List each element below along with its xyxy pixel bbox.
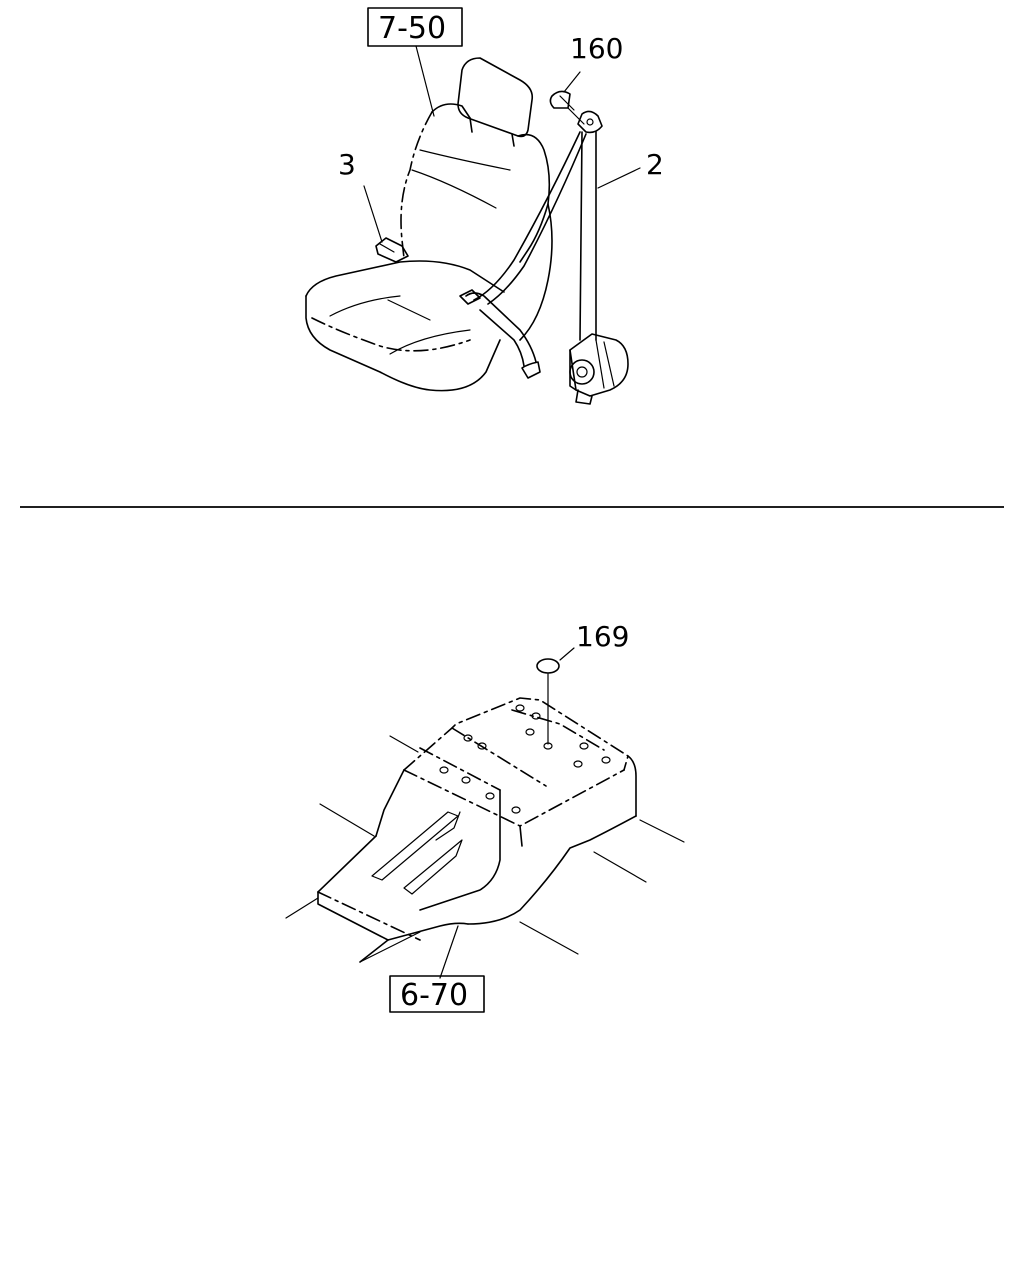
seat-belt-assembly xyxy=(459,110,629,405)
floor-ref-box xyxy=(389,975,485,1013)
plug-part xyxy=(536,647,575,745)
floor-ref-label: 6-70 xyxy=(400,978,468,1013)
seat-ref-box xyxy=(367,7,463,47)
seat-ref-label: 7-50 xyxy=(378,11,446,46)
seat-illustration xyxy=(305,57,553,392)
plug-label: 169 xyxy=(576,620,629,653)
leader-seat-belt xyxy=(597,167,641,189)
leader-floor-ref xyxy=(439,925,459,979)
seat-belt-label: 2 xyxy=(646,148,664,181)
buckle-part xyxy=(363,185,409,263)
floor-panel-illustration xyxy=(285,697,685,963)
anchor-cover-label: 160 xyxy=(570,32,623,65)
anchor-cover-part xyxy=(549,71,585,125)
leader-seat-ref xyxy=(415,45,435,117)
buckle-label: 3 xyxy=(338,148,356,181)
